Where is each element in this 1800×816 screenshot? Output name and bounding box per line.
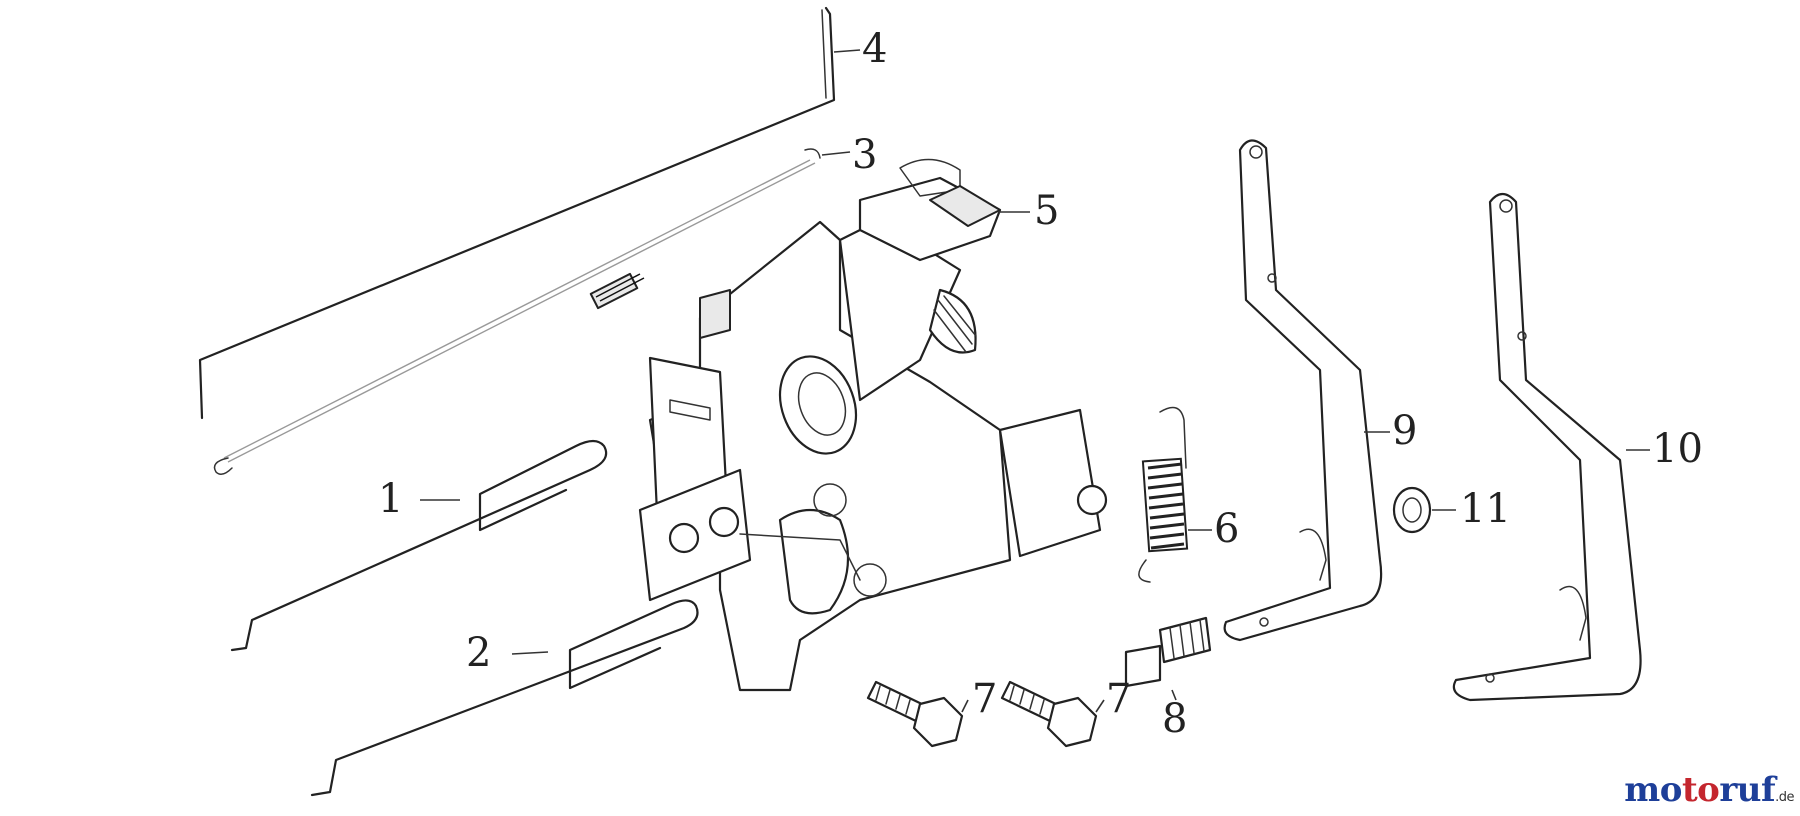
part-3-spring-cable [213,148,821,475]
callout-3: 3 [852,132,877,178]
callout-7-left: 7 [972,676,997,722]
part-9-lever [1223,139,1383,642]
callout-5: 5 [1034,188,1059,234]
callout-4: 4 [862,26,887,72]
part-10-lever [1452,192,1642,702]
watermark-part-2: to [1681,770,1720,810]
callout-9: 9 [1392,408,1417,454]
callouts: 1 2 3 4 5 6 7 7 8 9 10 11 [378,26,1703,742]
part-1-link-rod [230,439,608,652]
part-7-bolt-right [1000,680,1098,748]
leader-lines [420,49,1650,713]
governor-bracket [638,158,1108,692]
watermark-part-1: mo [1624,770,1682,810]
callout-7-right: 7 [1106,676,1131,722]
watermark-part-3: ruf [1719,770,1776,810]
part-7-bolt-left [866,680,964,748]
part-6-tension-spring [1138,406,1189,583]
motoruf-watermark-logo: motoruf.de [1624,770,1794,810]
callout-11: 11 [1460,486,1511,532]
callout-10: 10 [1652,426,1703,472]
callout-2: 2 [466,630,491,676]
callout-1: 1 [378,476,403,522]
part-2-link-rod [310,599,699,797]
part-11-nut [1392,486,1432,534]
watermark-tld: .de [1775,790,1794,805]
callout-8: 8 [1162,696,1187,742]
part-8-adjust-screw [1124,616,1212,688]
part-4-throttle-rod [198,6,836,420]
callout-6: 6 [1214,506,1239,552]
part-5-clamp [929,185,1001,227]
